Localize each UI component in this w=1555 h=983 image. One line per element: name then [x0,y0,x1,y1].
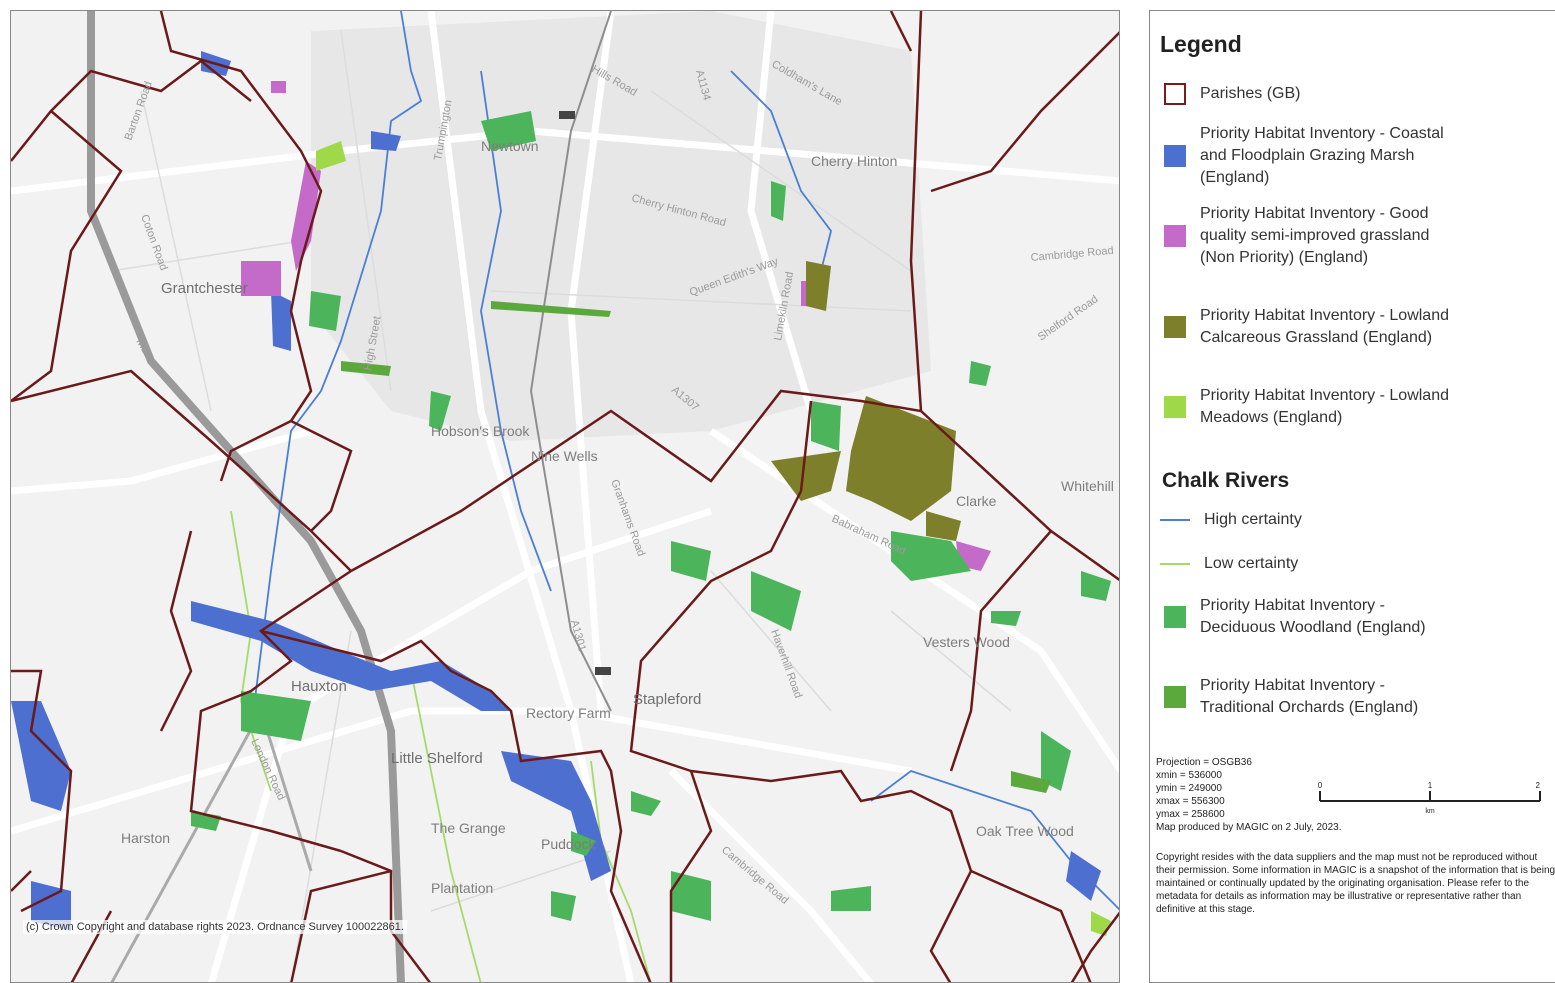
place-label-hauxton: Hauxton [291,678,347,695]
map-canvas[interactable]: Grantchester Newtown Cherry Hinton Hobso… [10,10,1120,983]
place-label-vesters-wood: Vesters Wood [923,634,1010,650]
place-label-newtown: Newtown [481,138,539,154]
legend-section-chalk-rivers: Chalk Rivers [1162,469,1290,492]
legend-item-woodland: Priority Habitat Inventory - Deciduous W… [1164,595,1450,639]
place-label-rectory-farm: Rectory Farm [526,705,611,721]
river-cherry-hinton [730,70,832,272]
legend-label: Parishes (GB) [1200,85,1301,102]
meadows-swatch-icon [1164,396,1186,418]
high-certainty-line-icon [1160,519,1190,521]
legend-label: Priority Habitat Inventory - Deciduous W… [1200,597,1426,636]
road-label-a1301: A1301 [568,619,588,653]
road-label-haverhill-road: Haverhill Road [768,628,804,700]
legend-item-orchards: Priority Habitat Inventory - Traditional… [1164,675,1450,719]
meta-ymax: ymax = 258600 [1156,809,1225,820]
legend-title: Legend [1160,31,1242,57]
legend-item-parishes: Parishes (GB) [1164,83,1450,105]
parish-swatch-icon [1164,83,1186,105]
scale-tick-0: 0 [1318,781,1323,790]
scale-bar: 0 1 2 km [1318,781,1541,815]
road-label-cambridge-road: Cambridge Road [1030,245,1114,264]
minor-roads [110,30,1012,982]
legend-item-semi-improved: Priority Habitat Inventory - Good qualit… [1164,203,1450,269]
place-label-little-shelford: Little Shelford [391,750,483,767]
habitat-calcareous [771,261,961,541]
urban-area [311,11,931,441]
meta-xmax: xmax = 556300 [1156,796,1225,807]
meta-produced: Map produced by MAGIC on 2 July, 2023. [1156,822,1342,833]
legend-label: Priority Habitat Inventory - Coastal and… [1200,125,1444,186]
map-copyright: (c) Crown Copyright and database rights … [23,920,407,934]
copyright-disclaimer: Copyright resides with the data supplier… [1156,852,1555,915]
habitat-semi-improved [241,81,991,571]
legend-item-high-certainty: High certainty [1160,509,1454,531]
grazing-marsh-swatch-icon [1164,145,1186,167]
legend-label: Low certainty [1204,555,1299,572]
scale-tick-2: 2 [1536,781,1541,790]
habitat-orchards [341,301,1051,793]
parish-boundaries [11,11,1119,982]
scale-tick-1: 1 [1428,781,1433,790]
place-label-the-grange: The Grange [431,820,506,836]
road-label-shelford-road: Shelford Road [1036,293,1100,343]
place-label-cherry-hinton: Cherry Hinton [811,153,897,169]
legend-item-grazing-marsh: Priority Habitat Inventory - Coastal and… [1164,123,1450,189]
legend-label: Priority Habitat Inventory - Lowland Mea… [1200,387,1449,426]
place-label-oak-tree-wood: Oak Tree Wood [976,823,1074,839]
map-metadata: Projection = OSGB36 xmin = 536000 ymin =… [1156,756,1555,834]
motorway-m11 [87,11,405,982]
scale-unit: km [1425,808,1435,815]
road-label-coton-road: Coton Road [138,213,169,272]
railway [529,11,612,712]
place-label-hobsons-brook: Hobson's Brook [431,423,530,439]
meta-ymin: ymin = 249000 [1156,783,1222,794]
place-label-clarke: Clarke [956,493,997,509]
legend-label: Priority Habitat Inventory - Good qualit… [1200,205,1430,266]
place-label-stapleford: Stapleford [633,691,701,708]
meta-xmin: xmin = 536000 [1156,770,1222,781]
woodland-swatch-icon [1164,606,1186,628]
station-icon [559,111,611,675]
habitat-woodland [191,111,1111,921]
legend-label: Priority Habitat Inventory - Traditional… [1200,677,1419,716]
legend-label: High certainty [1204,511,1302,528]
orchards-swatch-icon [1164,686,1186,708]
place-label-nine-wells: Nine Wells [531,448,598,464]
river-cam [250,11,423,732]
low-certainty-line-icon [1160,563,1190,565]
semi-improved-swatch-icon [1164,225,1186,247]
map-svg: Grantchester Newtown Cherry Hinton Hobso… [11,11,1119,982]
place-labels: Grantchester Newtown Cherry Hinton Hobso… [121,138,1114,896]
river-hobsons [480,70,552,592]
legend-item-meadows: Priority Habitat Inventory - Lowland Mea… [1164,385,1450,429]
place-label-plantation: Plantation [431,880,493,896]
river-low-2 [410,670,482,982]
calcareous-swatch-icon [1164,316,1186,338]
legend-item-low-certainty: Low certainty [1160,553,1454,575]
river-low-3 [590,760,652,982]
place-label-grantchester: Grantchester [161,280,248,297]
legend-item-calcareous: Priority Habitat Inventory - Lowland Cal… [1164,305,1450,349]
place-label-harston: Harston [121,830,170,846]
place-label-whitehill: Whitehill [1061,478,1114,494]
legend-panel: Legend Parishes (GB) Priority Habitat In… [1149,10,1555,983]
place-label-puddock: Puddock [541,836,596,852]
meta-projection: Projection = OSGB36 [1156,757,1252,768]
legend-label: Priority Habitat Inventory - Lowland Cal… [1200,307,1449,346]
